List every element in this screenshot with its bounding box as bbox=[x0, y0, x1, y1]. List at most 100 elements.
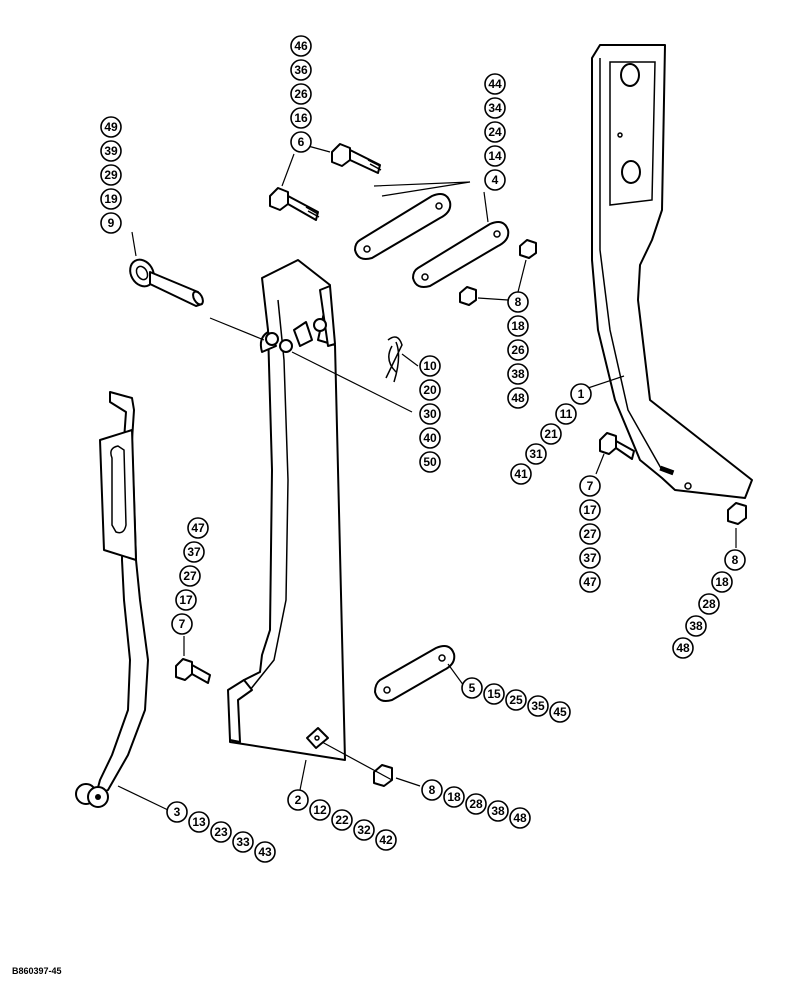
callout-label: 17 bbox=[179, 593, 193, 607]
callout-label: 7 bbox=[179, 617, 186, 631]
callouts: 4636261664434241444939291998182638481020… bbox=[100, 35, 746, 863]
callout-circle bbox=[419, 355, 441, 377]
callout-circle bbox=[484, 169, 506, 191]
eye-bolt bbox=[129, 258, 204, 307]
callout-label: 38 bbox=[511, 367, 525, 381]
callout-circle bbox=[100, 212, 122, 234]
callout-label: 41 bbox=[514, 467, 528, 481]
callout-circle bbox=[254, 841, 276, 863]
callout-circle bbox=[507, 363, 529, 385]
callout-label: 18 bbox=[447, 790, 461, 804]
callout-circle bbox=[443, 786, 465, 808]
callout-label: 49 bbox=[104, 120, 118, 134]
callout-circle bbox=[685, 615, 707, 637]
figure-code: B860397-45 bbox=[12, 966, 62, 976]
callout-circle bbox=[171, 613, 193, 635]
shank bbox=[591, 44, 753, 499]
callout-circle bbox=[525, 443, 547, 465]
callout-circle bbox=[672, 637, 694, 659]
callout-circle bbox=[290, 107, 312, 129]
callout-circle bbox=[290, 59, 312, 81]
callout-circle bbox=[579, 523, 601, 545]
callout-label: 10 bbox=[423, 359, 437, 373]
callout-label: 18 bbox=[511, 319, 525, 333]
callout-label: 25 bbox=[509, 693, 523, 707]
callout-circle bbox=[540, 423, 562, 445]
callout-circle bbox=[507, 291, 529, 313]
callout-label: 8 bbox=[732, 553, 739, 567]
callout-label: 47 bbox=[583, 575, 597, 589]
callout-group-g-eyebolt: 49 39 29 19 9 bbox=[100, 116, 122, 234]
callout-label: 22 bbox=[335, 813, 349, 827]
callout-label: 12 bbox=[313, 803, 327, 817]
mounting-bracket bbox=[227, 259, 346, 761]
callout-label: 48 bbox=[676, 641, 690, 655]
callout-circle bbox=[290, 83, 312, 105]
callout-label: 46 bbox=[294, 39, 308, 53]
callout-circle bbox=[579, 499, 601, 521]
callout-circle bbox=[290, 131, 312, 153]
callout-circle bbox=[179, 565, 201, 587]
callout-label: 50 bbox=[423, 455, 437, 469]
callout-circle bbox=[570, 383, 592, 405]
callout-label: 34 bbox=[488, 101, 502, 115]
callout-circle bbox=[711, 571, 733, 593]
callout-circle bbox=[166, 801, 188, 823]
callout-circle bbox=[509, 807, 531, 829]
callout-circle bbox=[419, 451, 441, 473]
callout-circle bbox=[331, 809, 353, 831]
callout-label: 20 bbox=[423, 383, 437, 397]
shank-bolt bbox=[599, 432, 635, 460]
callout-label: 16 bbox=[294, 111, 308, 125]
callout-circle bbox=[724, 549, 746, 571]
callout-circle bbox=[507, 339, 529, 361]
callout-circle bbox=[183, 541, 205, 563]
callout-circle bbox=[507, 315, 529, 337]
callout-label: 27 bbox=[583, 527, 597, 541]
callout-label: 21 bbox=[544, 427, 558, 441]
upper-straps bbox=[354, 193, 537, 306]
shank-nut bbox=[727, 502, 747, 525]
callout-label: 4 bbox=[492, 173, 499, 187]
callout-label: 8 bbox=[515, 295, 522, 309]
callout-circle bbox=[419, 379, 441, 401]
callout-label: 48 bbox=[513, 811, 527, 825]
callout-circle bbox=[187, 517, 209, 539]
callout-label: 39 bbox=[104, 144, 118, 158]
callout-circle bbox=[461, 677, 483, 699]
callout-label: 7 bbox=[587, 479, 594, 493]
callout-label: 6 bbox=[298, 135, 305, 149]
callout-label: 27 bbox=[183, 569, 197, 583]
lower-strap bbox=[374, 645, 456, 702]
callout-circle bbox=[419, 403, 441, 425]
callout-circle bbox=[100, 140, 122, 162]
callout-circle bbox=[487, 800, 509, 822]
callout-circle bbox=[483, 683, 505, 705]
callout-label: 33 bbox=[236, 835, 250, 849]
callout-label: 13 bbox=[192, 815, 206, 829]
callout-label: 38 bbox=[689, 619, 703, 633]
callout-label: 29 bbox=[104, 168, 118, 182]
callout-label: 11 bbox=[560, 407, 573, 421]
callout-label: 45 bbox=[553, 705, 567, 719]
callout-circle bbox=[484, 97, 506, 119]
callout-label: 3 bbox=[174, 805, 181, 819]
callout-circle bbox=[100, 116, 122, 138]
callout-label: 17 bbox=[583, 503, 597, 517]
lower-bolt bbox=[175, 658, 211, 684]
callout-label: 9 bbox=[108, 216, 115, 230]
callout-circle bbox=[465, 793, 487, 815]
callout-label: 5 bbox=[469, 681, 476, 695]
callout-label: 2 bbox=[295, 793, 302, 807]
callout-label: 8 bbox=[429, 783, 436, 797]
callout-circle bbox=[484, 145, 506, 167]
callout-label: 19 bbox=[104, 192, 118, 206]
callout-circle bbox=[100, 164, 122, 186]
callout-label: 31 bbox=[529, 447, 543, 461]
